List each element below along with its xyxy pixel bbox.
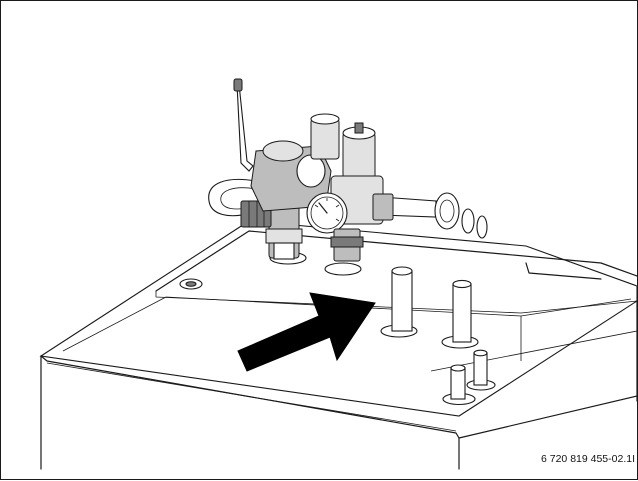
- outlet-union: [434, 192, 460, 230]
- sealing-ring: [461, 208, 475, 234]
- air-vent-icon: [354, 122, 364, 134]
- figure-id-label: 6 720 819 455-02.1I: [538, 453, 635, 465]
- side-bottom-edge: [458, 395, 638, 439]
- rear-step-edge: [155, 230, 638, 292]
- sealing-ring: [476, 215, 488, 239]
- rear-notch: [525, 262, 602, 280]
- return-pipe-stub: [452, 283, 472, 343]
- actuator-cylinder: [310, 118, 340, 160]
- pipe-connections: [269, 251, 496, 406]
- pointer-arrow-icon: [237, 292, 376, 372]
- short-pipe-stub: [450, 367, 466, 400]
- ball-valve-handle: [236, 83, 254, 172]
- valve-assembly: [208, 78, 488, 262]
- short-pipe-stub: [473, 352, 488, 386]
- flow-pipe-stub: [391, 270, 413, 332]
- air-vent-body: [342, 132, 376, 182]
